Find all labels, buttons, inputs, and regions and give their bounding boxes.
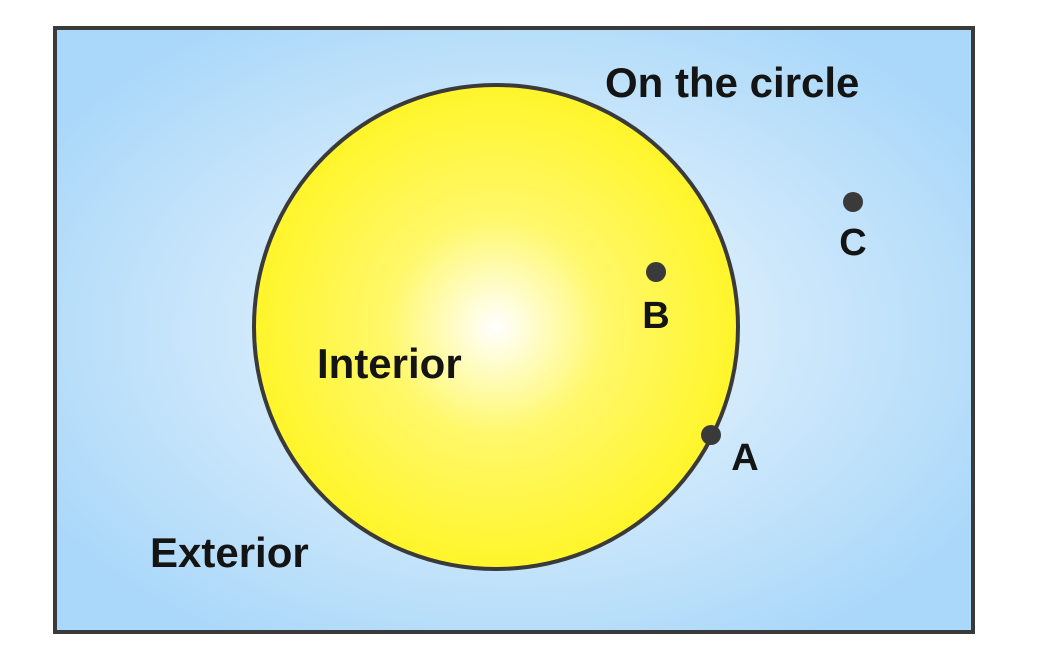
point-c-dot: [843, 192, 863, 212]
point-b-dot: [646, 262, 666, 282]
on-circle-label: On the circle: [605, 59, 859, 106]
circle: [252, 83, 740, 571]
point-c-label: C: [839, 222, 866, 264]
point-b-label: B: [642, 295, 669, 337]
interior-label: Interior: [317, 340, 462, 387]
point-a-dot: [701, 425, 721, 445]
exterior-label: Exterior: [150, 529, 309, 576]
point-a-label: A: [731, 437, 758, 479]
